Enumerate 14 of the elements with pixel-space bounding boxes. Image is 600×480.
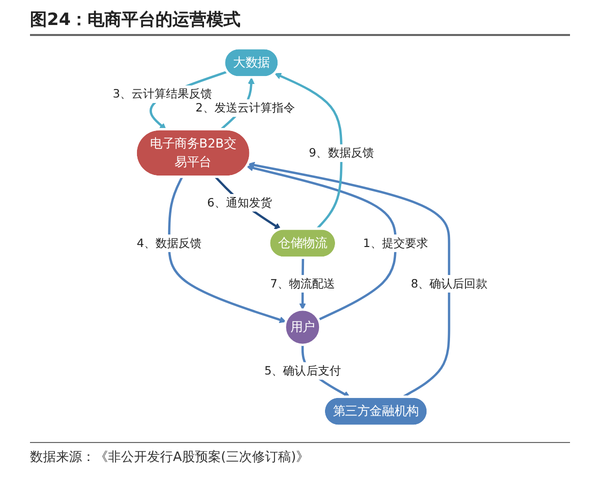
title: 图24：电商平台的运营模式 (30, 8, 570, 36)
arrow (274, 72, 343, 230)
edge-label: 3、云计算结果反馈 (112, 86, 212, 101)
caption: 数据来源：《非公开发行A股预案(三次修订稿)》 (30, 442, 570, 466)
arrow (246, 164, 397, 321)
edge-label: 5、确认后支付 (264, 364, 341, 378)
edge-label: 1、提交要求 (363, 236, 428, 250)
edge-label: 6、通知发货 (207, 196, 272, 210)
edge-label: 7、物流配送 (270, 276, 336, 290)
edge-label: 2、发送云计算指令 (196, 100, 295, 115)
edge-label: 8、确认后回款 (410, 276, 488, 290)
edge-label: 4、数据反馈 (136, 236, 202, 250)
edge-label: 9、数据反馈 (308, 146, 374, 160)
node-circle: 用户 (284, 308, 322, 346)
